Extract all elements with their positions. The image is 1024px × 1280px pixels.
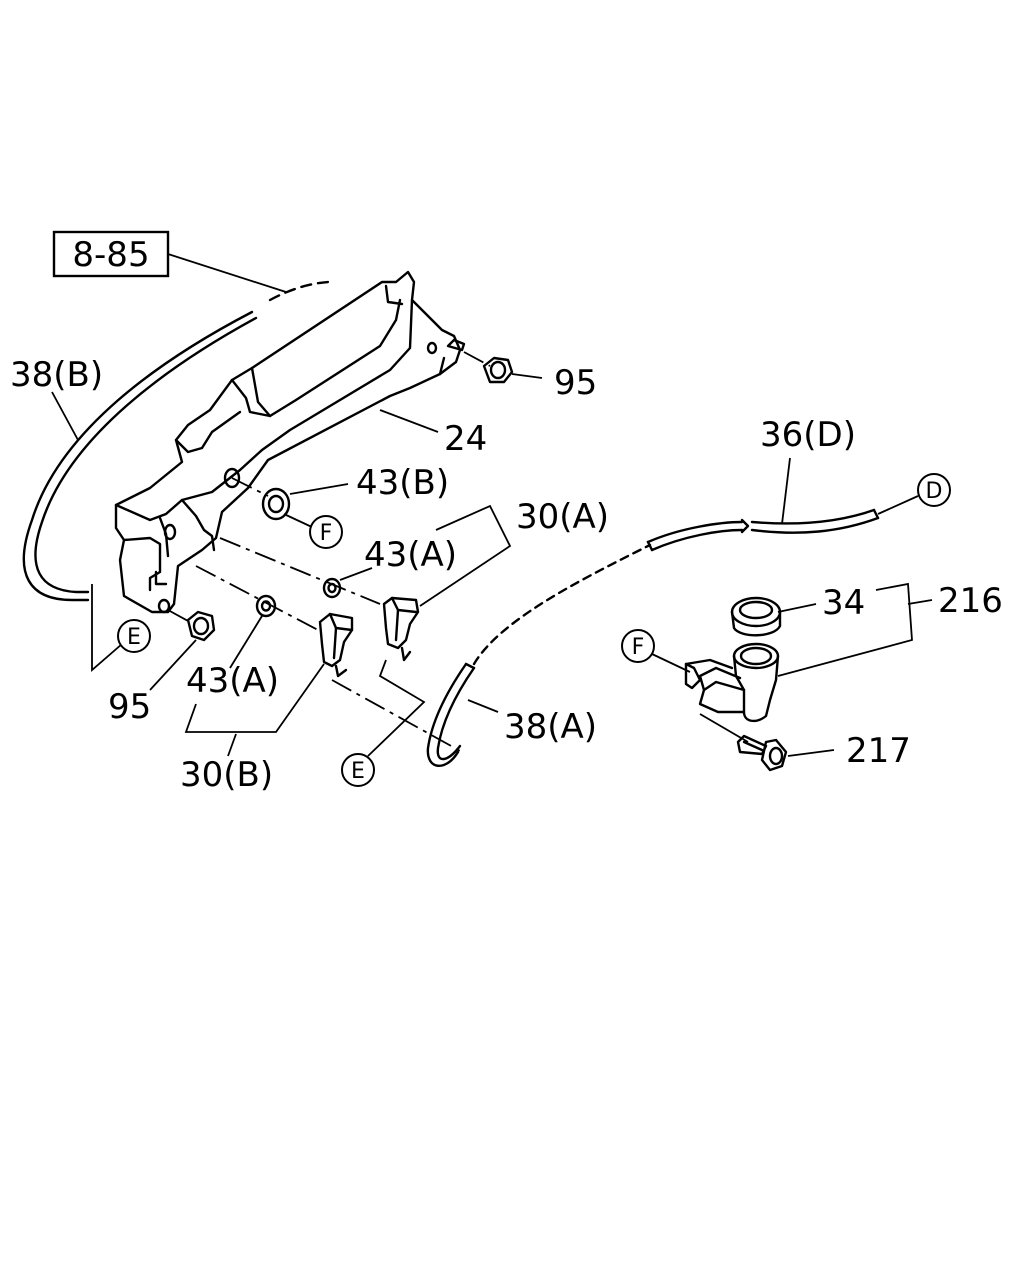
centerline-bottom-nut [167, 609, 191, 623]
leader-e-left [91, 584, 123, 672]
hose-route-dashed [472, 543, 652, 666]
grommet-43b[interactable] [261, 487, 291, 521]
leader-38a [467, 699, 499, 713]
washer-tank-24[interactable] [114, 270, 462, 614]
svg-text:E: E [127, 625, 141, 650]
label-95-bottom: 95 [108, 687, 151, 727]
reference-box-label: 8-85 [72, 235, 149, 275]
label-38b: 38(B) [10, 355, 103, 395]
bolt-axis-line [699, 713, 749, 743]
leader-f-tank [283, 513, 315, 529]
centerline-top-nut [463, 351, 491, 367]
svg-text:D: D [926, 479, 943, 504]
label-30b: 30(B) [180, 755, 273, 795]
bolt-217[interactable] [736, 734, 788, 772]
grommet-43a-lower[interactable] [255, 594, 277, 618]
hose-36d[interactable] [646, 508, 880, 552]
leader-d [877, 495, 919, 515]
leader-34 [777, 603, 817, 613]
stud-top [446, 338, 466, 352]
ref-f-tank[interactable]: F [309, 515, 343, 549]
label-30a: 30(A) [516, 497, 609, 537]
label-38a: 38(A) [504, 707, 597, 747]
leader-95-top [511, 373, 543, 379]
washer-pump-30a[interactable] [382, 596, 420, 662]
leader-38b [51, 391, 79, 441]
hose-continuation-dashed [268, 280, 330, 302]
leader-30b [227, 733, 237, 757]
bracket-30b [184, 663, 325, 733]
label-36d: 36(D) [760, 415, 856, 455]
label-43a-lower: 43(A) [186, 661, 279, 701]
label-34: 34 [822, 583, 865, 623]
label-43a-upper: 43(A) [364, 535, 457, 575]
nut-95-top[interactable] [482, 356, 514, 384]
bracket-216 [777, 582, 913, 677]
leader-217 [787, 749, 835, 757]
centerline-e-bottom [331, 679, 463, 753]
leader-e-bottom [367, 659, 426, 757]
ref-e-left[interactable]: E [117, 619, 151, 653]
label-43b: 43(B) [356, 463, 449, 503]
leader-8-85 [167, 253, 287, 293]
centerline-lower-pump [195, 565, 319, 631]
filler-neck-216[interactable] [684, 642, 780, 723]
filler-cap-34[interactable] [730, 596, 782, 637]
hose-38a[interactable] [426, 662, 476, 767]
centerline-upper-pump [219, 537, 381, 605]
svg-text:F: F [320, 521, 333, 546]
label-95-top: 95 [554, 363, 597, 403]
svg-text:E: E [351, 759, 365, 784]
leader-36d [781, 457, 791, 525]
ref-e-bottom[interactable]: E [341, 753, 375, 787]
leader-95-bottom [149, 639, 197, 691]
leader-43a-lower [229, 615, 263, 669]
leader-f-filler [651, 653, 691, 673]
leader-43a-upper [339, 567, 373, 581]
centerline-43b [231, 477, 269, 497]
bracket-30a [419, 504, 512, 607]
washer-pump-30b[interactable] [318, 612, 354, 678]
grommet-43a-upper[interactable] [322, 577, 342, 599]
reference-box-8-85[interactable]: 8-85 [52, 230, 170, 278]
leader-24 [379, 409, 439, 433]
leader-43b [289, 483, 349, 495]
hose-38b[interactable] [22, 310, 258, 602]
svg-text:F: F [632, 635, 645, 660]
ref-f-filler[interactable]: F [621, 629, 655, 663]
label-24: 24 [444, 419, 487, 459]
ref-d[interactable]: D [917, 473, 951, 507]
nut-95-bottom[interactable] [186, 610, 216, 642]
label-217: 217 [846, 731, 911, 771]
label-216: 216 [938, 581, 1003, 621]
leader-216 [907, 599, 933, 605]
